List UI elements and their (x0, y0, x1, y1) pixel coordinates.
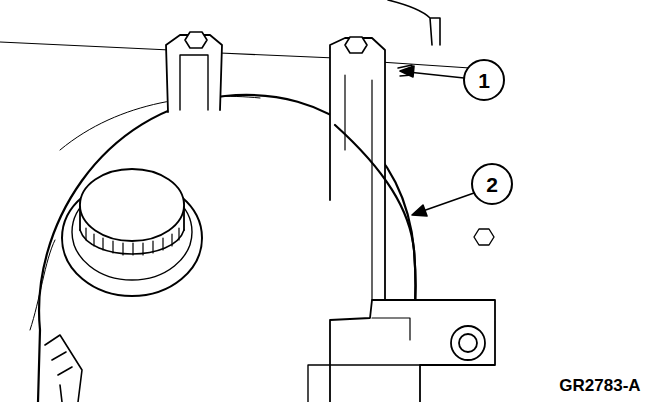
hose (45, 335, 82, 402)
figure-code: GR2783-A (559, 377, 640, 394)
hex-bolt (474, 229, 494, 245)
mount-strap (330, 38, 385, 340)
lower-bracket (330, 300, 495, 402)
body-line (0, 42, 470, 68)
bracket-fold (372, 318, 410, 340)
tab-bolt (185, 32, 207, 48)
cap-face (80, 169, 184, 241)
callout-circle (472, 164, 512, 204)
leader-arrowhead (400, 66, 414, 77)
strap-bolt (345, 37, 367, 53)
reservoir-edge (30, 240, 55, 330)
strap-fold (345, 75, 372, 300)
callout-number: 1 (478, 70, 490, 91)
cap-ridges (86, 228, 179, 255)
bracket-hole (451, 326, 485, 360)
callout-circle (464, 60, 504, 100)
leader-line (408, 72, 464, 78)
mount-slot (180, 55, 208, 110)
leader-line (420, 193, 474, 212)
leader-arrowhead (412, 205, 427, 216)
panel-edge (388, 0, 440, 45)
cap-skirt (80, 230, 184, 254)
bracket-bolt (459, 334, 477, 352)
bracket-edge (308, 365, 420, 402)
callout-number: 2 (486, 174, 498, 195)
reservoir-seam (60, 96, 260, 150)
